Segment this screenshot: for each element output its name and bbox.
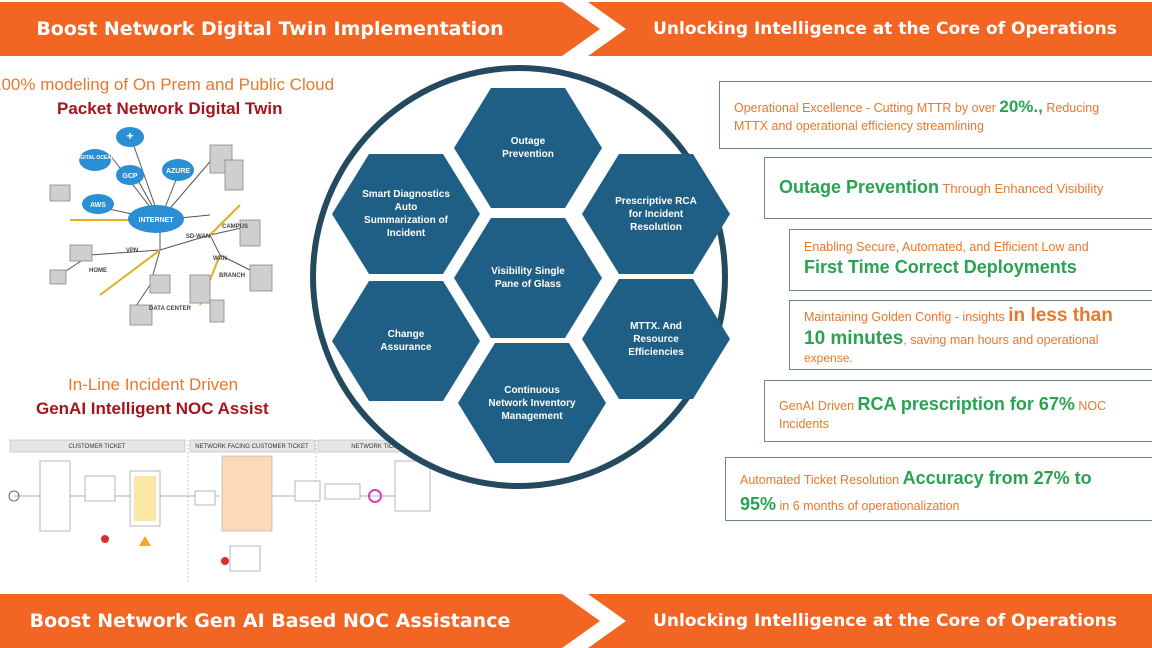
card-outage-prevention: Outage Prevention Through Enhanced Visib… [764, 157, 1152, 219]
hex-prescriptive-rca: Prescriptive RCA for Incident Resolution [582, 154, 730, 274]
flow-header-network: NETWORK TICKET [351, 444, 405, 450]
branch-label: BRANCH [219, 273, 245, 279]
campus-label: CAMPUS [222, 224, 248, 230]
sdwan-label: SD-WAN [186, 234, 210, 240]
twin-title: Packet Network Digital Twin [57, 99, 283, 118]
top-left-banner-text: Boost Network Digital Twin Implementatio… [36, 18, 504, 40]
flow-header-network-facing: NETWORK FACING CUSTOMER TICKET [195, 444, 309, 450]
home-label: HOME [89, 268, 107, 274]
vpn-label: VPN [126, 248, 138, 254]
aws-label: AWS [90, 202, 106, 209]
top-right-banner: Unlocking Intelligence at the Core of Op… [588, 2, 1152, 56]
bottom-left-banner-text: Boost Network Gen AI Based NOC Assistanc… [29, 610, 511, 632]
wan-label: WAN [213, 256, 227, 262]
gcp-label: GCP [122, 173, 138, 180]
incident-line: In-Line Incident Driven [68, 375, 239, 394]
top-left-banner: Boost Network Digital Twin Implementatio… [0, 2, 600, 56]
bottom-right-banner: Unlocking Intelligence at the Core of Op… [588, 594, 1152, 648]
top-right-banner-text: Unlocking Intelligence at the Core of Op… [653, 19, 1117, 39]
card-secure-deployments: Enabling Secure, Automated, and Efficien… [789, 229, 1152, 291]
ticket-flow-diagram: CUSTOMER TICKET NETWORK FACING CUSTOMER … [8, 439, 439, 584]
card-golden-config: Maintaining Golden Config - insights in … [789, 300, 1152, 370]
network-topology-illustration: + DIGITAL OCEAN GCP AZURE AWS INTERNET C… [49, 127, 273, 326]
svg-text:+: + [126, 129, 133, 143]
hex-mttx-efficiencies: MTTX. And Resource Efficiencies [582, 279, 730, 399]
bottom-right-banner-text: Unlocking Intelligence at the Core of Op… [653, 611, 1117, 631]
card-genai-rca: GenAI Driven RCA prescription for 67% NO… [764, 380, 1152, 442]
digital-ocean-label: DIGITAL OCEAN [76, 155, 115, 161]
genai-title: GenAI Intelligent NOC Assist [36, 399, 269, 418]
bottom-left-banner: Boost Network Gen AI Based NOC Assistanc… [0, 594, 600, 648]
card-ticket-resolution: Automated Ticket Resolution Accuracy fro… [725, 457, 1152, 521]
modeling-line: 100% modeling of On Prem and Public Clou… [0, 75, 335, 94]
card-operational-excellence: Operational Excellence - Cutting MTTR by… [719, 81, 1152, 149]
azure-label: AZURE [166, 168, 190, 175]
data-center-label: DATA CENTER [149, 306, 192, 312]
flow-header-customer: CUSTOMER TICKET [68, 444, 125, 450]
internet-label: INTERNET [139, 217, 175, 224]
